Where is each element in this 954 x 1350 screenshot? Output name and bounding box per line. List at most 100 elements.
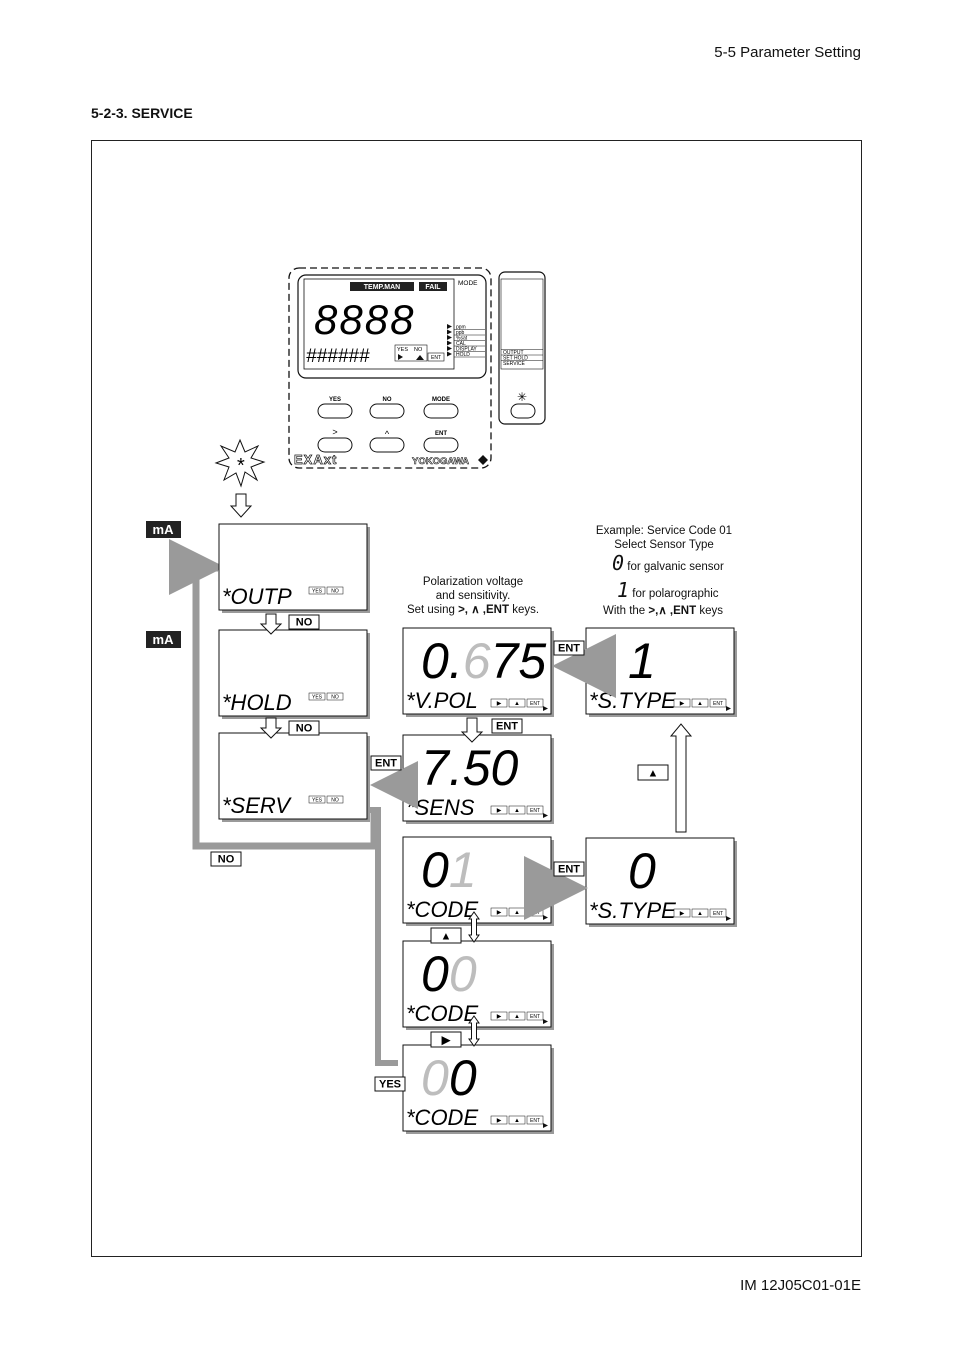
unit-label: %sat bbox=[456, 336, 468, 342]
lcd-parameter-label: *SENS bbox=[406, 795, 475, 820]
subsection-title: 5-2-3. SERVICE bbox=[91, 105, 193, 121]
lcd-key-hint: ▲ bbox=[514, 808, 520, 814]
lcd-key-hint: ▶ bbox=[497, 910, 502, 916]
star-key-burst-icon: * bbox=[214, 438, 266, 488]
temp-man-indicator bbox=[350, 282, 414, 291]
page-footer: IM 12J05C01-01E bbox=[740, 1277, 861, 1294]
flow-label-no3: NO bbox=[210, 851, 242, 867]
lcd-scroll-icon bbox=[726, 706, 731, 711]
flow-label-right_key: ▶ bbox=[430, 1031, 462, 1048]
button-yes[interactable]: YES bbox=[317, 397, 353, 419]
down-arrow-4 bbox=[460, 717, 484, 743]
lcd-key-hint: ENT bbox=[530, 701, 540, 707]
flow-label-up_key: ▲ bbox=[637, 764, 669, 781]
button-mode[interactable]: MODE bbox=[423, 397, 459, 419]
side-label: OUTPUT bbox=[503, 350, 524, 356]
side-label: SERVICE bbox=[503, 361, 526, 367]
ma-badge-hold: mA bbox=[146, 631, 181, 648]
lcd-parameter-label: *HOLD bbox=[222, 690, 292, 715]
unit-pointer-icon bbox=[447, 351, 452, 357]
lcd-parameter-label: *OUTP bbox=[222, 584, 292, 609]
lcd-parameter-label: *V.POL bbox=[406, 688, 478, 713]
svg-text:NO: NO bbox=[218, 854, 235, 866]
button-ent[interactable]: ENT bbox=[423, 431, 459, 453]
svg-text:ENT: ENT bbox=[496, 721, 518, 733]
svg-text:>: > bbox=[332, 427, 337, 437]
svg-text:▲: ▲ bbox=[648, 768, 659, 780]
lcd-screen-hold: *HOLD YES NO bbox=[218, 629, 370, 719]
svg-text:YES: YES bbox=[397, 347, 408, 353]
unit-label: ppb bbox=[456, 330, 465, 336]
svg-text:ENT: ENT bbox=[375, 758, 397, 770]
double-arrow-1 bbox=[468, 911, 480, 943]
lcd-screen-stype1: 1*S.TYPE▶▲ENT bbox=[585, 627, 737, 717]
lcd-main-value: 00 bbox=[421, 1050, 477, 1106]
unit-label: ppm bbox=[456, 325, 466, 331]
down-arrow-1 bbox=[229, 493, 253, 518]
button-star[interactable]: ✳ bbox=[510, 390, 536, 419]
lcd-screen-code00b: 00*CODE▶▲ENT bbox=[402, 1044, 554, 1134]
unit-pointer-icon bbox=[447, 340, 452, 346]
lcd-key-hint: ▶ bbox=[680, 701, 685, 707]
lcd-scroll-icon bbox=[543, 1019, 548, 1024]
svg-text:ENT: ENT bbox=[558, 643, 580, 655]
lcd-screen-code01: 01*CODE▶▲ENT bbox=[402, 836, 554, 926]
svg-text:✳: ✳ bbox=[517, 390, 527, 404]
unit-pointer-icon bbox=[447, 335, 452, 340]
flow-label-up_key2: ▲ bbox=[430, 927, 462, 944]
lcd-key-hint: ENT bbox=[530, 1118, 540, 1124]
unit-label: HOLD bbox=[456, 352, 470, 358]
lcd-main-value: 7.50 bbox=[421, 740, 519, 796]
lcd-key-hint: YES bbox=[312, 589, 323, 595]
flow-label-ent_sens: ENT bbox=[491, 718, 523, 734]
lcd-main-value: 0.675 bbox=[421, 633, 546, 689]
svg-text:^: ^ bbox=[385, 429, 390, 439]
unit-label: DISPLAY bbox=[456, 347, 477, 353]
diagram-frame bbox=[91, 140, 862, 1257]
lcd-key-hint: NO bbox=[331, 695, 339, 701]
exaxt-logo: EXAxt bbox=[294, 452, 337, 467]
lcd-key-hint: ENT bbox=[530, 808, 540, 814]
ma-badge-output: mA bbox=[146, 521, 181, 538]
lcd-main-value: 00 bbox=[421, 946, 477, 1002]
polarographic-note: 1 for polarographic bbox=[617, 578, 719, 602]
main-digit-display: 8888 bbox=[314, 296, 415, 343]
side-panel bbox=[498, 271, 546, 425]
svg-text:mA: mA bbox=[153, 632, 175, 647]
lcd-key-hint: YES bbox=[312, 695, 323, 701]
svg-text:NO: NO bbox=[296, 723, 313, 735]
lcd-key-hint: ENT bbox=[530, 910, 540, 916]
lcd-key-hint: ENT bbox=[713, 911, 723, 917]
svg-text:YES: YES bbox=[329, 397, 341, 403]
lcd-parameter-label: *S.TYPE bbox=[589, 898, 676, 923]
unit-pointer-icon bbox=[447, 324, 452, 329]
lcd-key-hint: ▲ bbox=[514, 910, 520, 916]
lcd-key-hint: ▶ bbox=[680, 911, 685, 917]
lcd-key-hint: ENT bbox=[713, 701, 723, 707]
button-right[interactable]: > bbox=[317, 427, 353, 453]
lcd-screen-stype0: 0*S.TYPE▶▲ENT bbox=[585, 837, 737, 927]
svg-text:ENT: ENT bbox=[435, 431, 447, 437]
lcd-key-hint: ▲ bbox=[514, 1118, 520, 1124]
yes-path bbox=[370, 807, 398, 1066]
svg-text:ENT: ENT bbox=[431, 355, 441, 361]
lcd-main-value: 1 bbox=[628, 633, 656, 689]
svg-text:MODE: MODE bbox=[432, 397, 450, 403]
lcd-parameter-label: *CODE bbox=[406, 897, 478, 922]
analyzer-front-panel: TEMP.MAN FAIL MODE 8888 ###### YES NO EN… bbox=[288, 267, 546, 469]
unit-pointer-icon bbox=[447, 329, 452, 335]
unit-pointer-icon bbox=[447, 346, 452, 351]
lcd-scroll-icon bbox=[543, 706, 548, 711]
lcd-screen-vpol: 0.675*V.POL▶▲ENT bbox=[402, 627, 554, 717]
button-no[interactable]: NO bbox=[369, 397, 405, 419]
double-arrow-2 bbox=[468, 1015, 480, 1047]
lcd-parameter-label: *SERV bbox=[222, 793, 292, 818]
button-up[interactable]: ^ bbox=[369, 429, 405, 453]
page-header: 5-5 Parameter Setting bbox=[714, 44, 861, 61]
lcd-scroll-icon bbox=[726, 916, 731, 921]
svg-text:NO: NO bbox=[296, 617, 313, 629]
